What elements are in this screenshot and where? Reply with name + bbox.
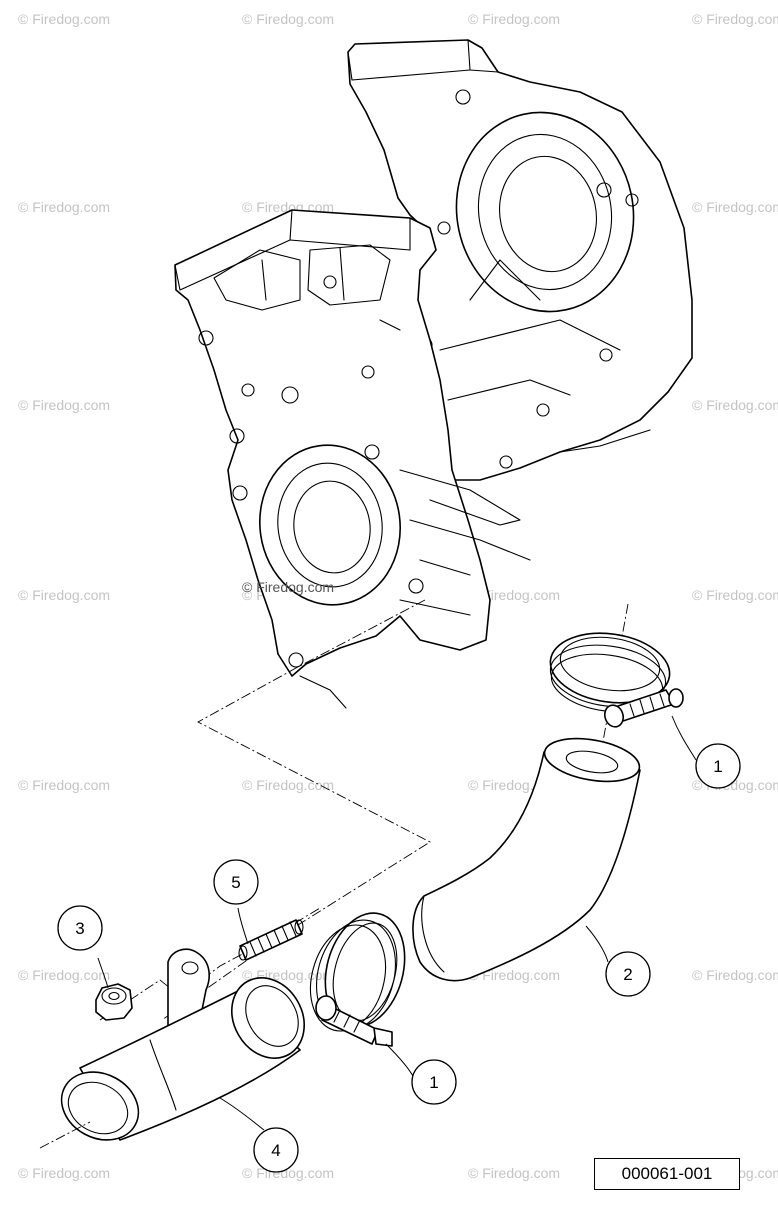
center-watermark: © Firedog.com (242, 579, 335, 595)
watermark-text: © Firedog.com (18, 199, 110, 215)
callout-label: 1 (713, 757, 722, 776)
engine-block (174, 39, 693, 709)
callout-label: 4 (271, 1141, 280, 1160)
callout-label: 5 (231, 873, 240, 892)
watermark-text: © Firedog.com (692, 199, 778, 215)
watermark-text: © Firedog.com (468, 587, 560, 603)
callout-label: 1 (429, 1073, 438, 1092)
watermark-text: © Firedog.com (18, 777, 110, 793)
watermark-text: © Firedog.com (242, 777, 334, 793)
callout-2: 2 (605, 951, 651, 997)
watermark-text: © Firedog.com (692, 11, 778, 27)
watermark-text: © Firedog.com (18, 1165, 110, 1181)
water-inlet-pipe (39, 948, 305, 1149)
watermark-text: © Firedog.com (692, 397, 778, 413)
hose-clamp-upper (549, 632, 684, 728)
flange-nut (95, 983, 133, 1021)
hose-clamp-lower (309, 912, 406, 1047)
watermark-text: © Firedog.com (468, 967, 560, 983)
callout-5: 5 (213, 859, 259, 905)
callout-leaders (97, 715, 697, 1131)
callout-label: 2 (623, 965, 632, 984)
watermark-text: © Firedog.com (18, 397, 110, 413)
watermark-text: © Firedog.com (468, 1165, 560, 1181)
coolant-hose (412, 737, 641, 982)
callout-label: 3 (75, 919, 84, 938)
watermark-text: © Firedog.com (242, 11, 334, 27)
callout-1-upper: 1 (695, 743, 741, 789)
watermark-text: © Firedog.com (18, 967, 110, 983)
callout-3: 3 (57, 905, 103, 951)
watermark-text: © Firedog.com (692, 967, 778, 983)
callout-4: 4 (253, 1127, 299, 1173)
watermark-text: © Firedog.com (18, 587, 110, 603)
watermark-text: © Firedog.com (18, 11, 110, 27)
stud-bolt (238, 919, 304, 961)
diagram-id-label: 000061-001 (594, 1158, 740, 1190)
watermark-text: © Firedog.com (468, 11, 560, 27)
watermark-text: © Firedog.com (692, 587, 778, 603)
callout-1-lower: 1 (411, 1059, 457, 1105)
